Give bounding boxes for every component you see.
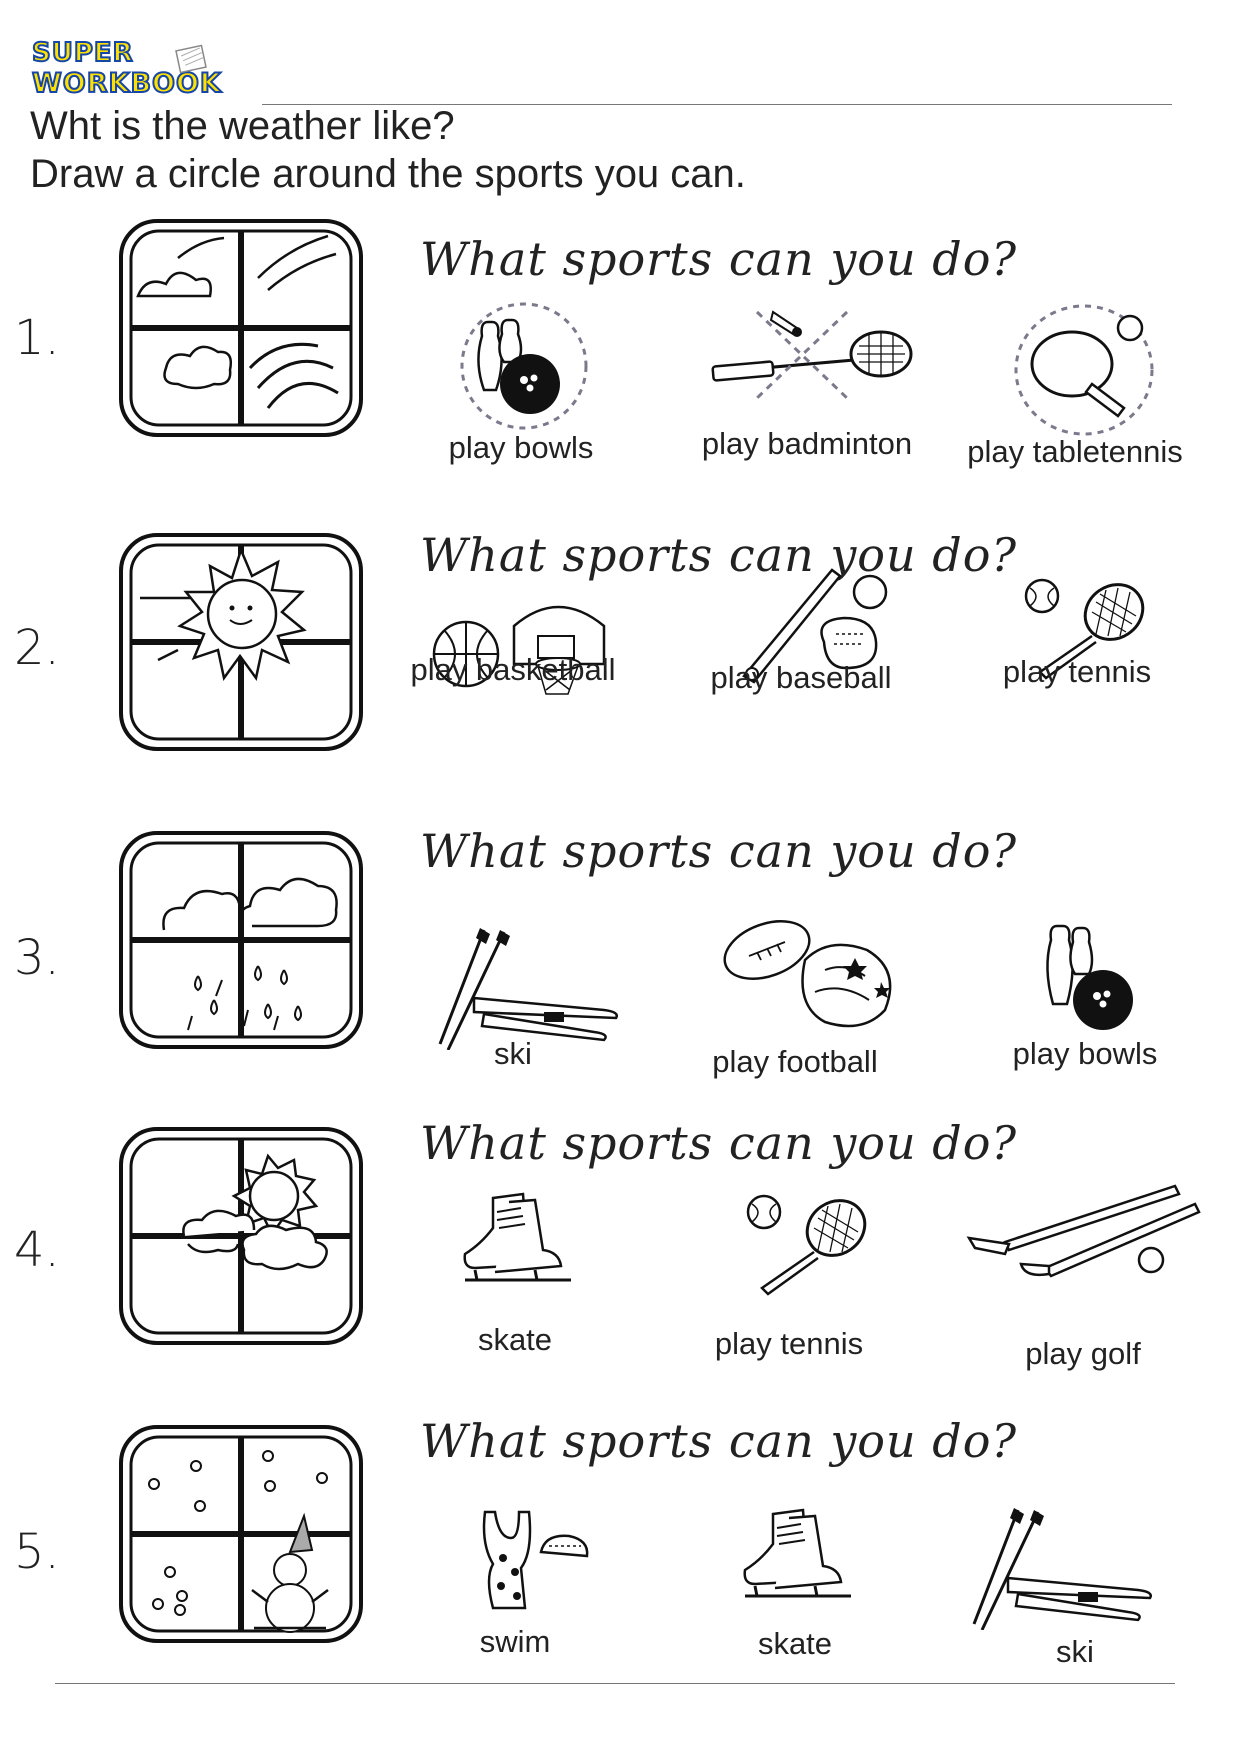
sport-label: ski: [1056, 1634, 1094, 1669]
instruction-circle: Draw a circle around the sports you can.: [30, 152, 746, 196]
question-text: What sports can you do?: [420, 232, 1018, 286]
tennis-icon: [1024, 578, 1145, 680]
sport-option-bowls[interactable]: [388, 302, 658, 432]
tennis-icon: [746, 1194, 867, 1296]
sport-label: play basketball: [410, 652, 616, 687]
sport-option-ski[interactable]: [384, 920, 654, 1050]
row-number: 5.: [14, 1524, 60, 1580]
sport-label: skate: [757, 1626, 833, 1661]
exercise-row-3: 3. What sports can you do? ski play foot…: [0, 824, 1240, 1130]
sport-option-golf[interactable]: [950, 1182, 1220, 1292]
question-text: What sports can you do?: [420, 824, 1018, 878]
football-icon: [723, 920, 892, 1028]
golf-icon: [966, 1184, 1201, 1278]
skate-icon: [463, 1192, 571, 1282]
sport-option-table-tennis[interactable]: [950, 298, 1220, 438]
sport-option-baseball[interactable]: [674, 564, 944, 684]
exercise-row-4: 4. What sports can you do? skate play te…: [0, 1116, 1240, 1426]
logo-line-1: SUPER: [31, 37, 134, 69]
question-text: What sports can you do?: [420, 1116, 1018, 1170]
sport-option-tennis[interactable]: [946, 572, 1216, 682]
baseball-icon: [742, 568, 888, 684]
sport-label: play tennis: [714, 1326, 864, 1361]
sport-label: play golf: [1025, 1336, 1141, 1371]
sport-label: play bowls: [1012, 1036, 1158, 1071]
row-number: 1.: [14, 310, 60, 366]
ski-icon: [438, 928, 618, 1050]
sport-option-basketball[interactable]: [378, 592, 648, 702]
sport-label: play tabletennis: [967, 434, 1183, 469]
sport-option-ski[interactable]: [918, 1500, 1188, 1630]
notepad-icon: [175, 44, 207, 74]
sport-label: play bowls: [448, 430, 594, 465]
logo-line-2: WORKBOOK: [31, 67, 222, 100]
exercise-row-1: 1. What sports can you do? play bowls: [0, 218, 1240, 518]
sport-label: play badminton: [701, 426, 913, 461]
swim-icon: [482, 1510, 589, 1610]
basketball-icon: [432, 605, 606, 695]
partly-cloudy-window-icon: [119, 1127, 363, 1345]
sport-option-skate[interactable]: [660, 1504, 930, 1614]
exercise-row-5: 5. What sports can you do? swim ska: [0, 1414, 1240, 1724]
sport-label: ski: [494, 1036, 532, 1071]
row-number: 3.: [14, 930, 60, 986]
super-workbook-logo: SUPER WORKBOOK: [30, 37, 240, 108]
sport-label: play tennis: [1002, 654, 1152, 689]
sport-option-skate[interactable]: [380, 1188, 650, 1298]
table-tennis-icon: [1014, 304, 1154, 436]
row-number: 4.: [14, 1222, 60, 1278]
sport-option-bowls[interactable]: [948, 922, 1218, 1032]
sport-label: skate: [477, 1322, 553, 1357]
windy-window-icon: [119, 219, 363, 437]
sport-label: swim: [479, 1624, 551, 1659]
row-number: 2.: [14, 620, 60, 676]
sunny-window-icon: [119, 533, 363, 751]
sport-option-football[interactable]: [670, 906, 940, 1036]
badminton-icon: [711, 310, 913, 400]
ski-icon: [972, 1508, 1152, 1630]
sport-option-badminton[interactable]: [672, 302, 942, 412]
instruction-weather: Wht is the weather like?: [30, 104, 455, 148]
question-text: What sports can you do?: [420, 1414, 1018, 1468]
rainy-window-icon: [119, 831, 363, 1049]
bowls-icon: [1046, 924, 1133, 1030]
sport-option-swim[interactable]: [390, 1508, 660, 1618]
exercise-row-2: 2. What sports can you do? play basketba…: [0, 528, 1240, 832]
footer-rule: [55, 1683, 1175, 1684]
question-text: What sports can you do?: [420, 528, 1018, 582]
sport-label: play football: [712, 1044, 878, 1079]
sport-option-tennis[interactable]: [668, 1188, 938, 1298]
skate-icon: [743, 1508, 851, 1598]
bowls-icon: [460, 302, 588, 430]
header-rule: [262, 104, 1172, 105]
sport-label: play baseball: [710, 660, 892, 695]
snowy-window-icon: [119, 1425, 363, 1643]
